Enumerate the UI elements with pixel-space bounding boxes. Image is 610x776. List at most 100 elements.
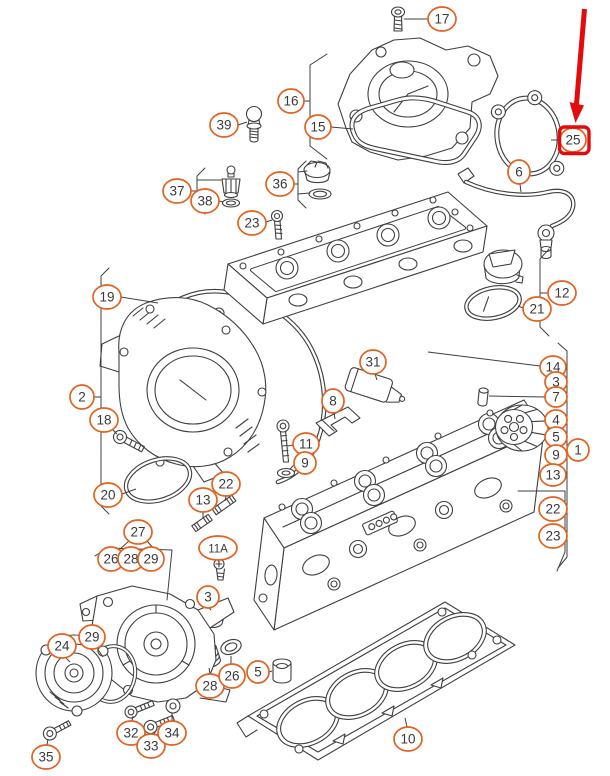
callout-36: 36 [265,171,298,197]
bolt-35 [42,720,72,741]
svg-text:4: 4 [552,413,560,428]
svg-text:29: 29 [84,630,99,645]
svg-text:32: 32 [123,726,138,741]
callout-28: 28 [195,667,225,699]
svg-text:23: 23 [545,529,560,544]
svg-text:25: 25 [565,133,580,148]
svg-text:37: 37 [169,184,184,199]
bolt-32 [124,700,155,719]
head-bolt [276,419,290,463]
svg-text:16: 16 [283,94,298,109]
highlight-arrow-head [569,102,584,123]
valve-seal [221,198,241,208]
callout-34: 34 [157,713,187,746]
svg-text:10: 10 [400,732,415,747]
callout-12: 12 [540,280,577,306]
callout-5: 5 [246,660,273,684]
svg-text:19: 19 [99,290,114,305]
svg-text:26: 26 [103,552,118,567]
callout-7: 7 [488,386,568,408]
timing-cover [99,297,267,483]
callout-1: 1 [566,438,590,462]
highlight-layer [557,8,591,156]
bolt-33 [143,714,175,735]
callout-38: 38 [190,188,224,214]
callout-22: 22 [538,496,568,522]
callout-8: 8 [321,388,345,420]
svg-text:13: 13 [545,468,560,483]
svg-text:28: 28 [202,679,217,694]
svg-text:9: 9 [552,448,560,463]
cam-adjuster-wheel [494,404,549,452]
cover-bolt-23 [270,209,284,240]
callout-14: 14 [427,351,567,379]
callout-16: 16 [277,88,310,114]
callout-26: 26 [218,656,246,689]
callout-35: 35 [31,738,61,770]
svg-text:33: 33 [143,739,158,754]
ball-stud [245,105,263,143]
callout-9: 9 [289,451,317,475]
oil-filler-cap [483,249,524,285]
svg-text:9: 9 [301,456,309,471]
o-ring-20 [123,456,193,504]
callout-33: 33 [136,728,166,759]
callout-17: 17 [404,6,457,32]
svg-text:20: 20 [100,488,115,503]
bracket-plate [315,406,361,437]
callout-32: 32 [116,715,146,746]
callout-29: 29 [78,624,106,658]
callout-13: 13 [188,487,218,518]
callout-9: 9 [544,444,568,466]
callout-23: 23 [237,210,273,236]
callout-37: 37 [162,178,197,204]
svg-text:14: 14 [545,360,561,375]
callout-28: 28 [117,546,145,572]
svg-text:13: 13 [195,493,210,508]
callout-2: 2 [69,384,101,410]
head-gasket [236,601,516,761]
callout-20: 20 [93,482,137,508]
svg-text:8: 8 [329,394,337,409]
callout-21: 21 [517,296,552,322]
svg-text:15: 15 [310,120,325,135]
bolt-washer [276,467,296,479]
callout-6: 6 [507,159,531,193]
vacuum-pump [337,37,499,161]
callout-3: 3 [196,585,220,611]
svg-text:5: 5 [552,430,560,445]
dowel-pin [477,387,489,407]
svg-text:6: 6 [515,165,523,180]
svg-text:11: 11 [299,437,313,452]
sealant-tube [344,367,406,403]
svg-text:39: 39 [216,118,231,133]
callout-18: 18 [89,407,119,435]
callout-11A: 11A [198,535,238,563]
svg-text:18: 18 [96,413,111,428]
svg-text:26: 26 [224,669,239,684]
svg-text:17: 17 [434,12,449,27]
callout-23: 23 [538,523,568,549]
svg-text:21: 21 [529,302,544,317]
callout-layer: 1716153925637383623122119218203181191437… [31,6,590,770]
vacuum-pump-gasket [349,95,482,165]
oil-pipe [457,167,576,260]
screw-11a [213,558,226,581]
cup-plug [272,658,292,684]
svg-text:3: 3 [552,375,560,390]
callout-39: 39 [209,112,248,138]
svg-text:2: 2 [78,390,86,405]
svg-text:29: 29 [143,552,158,567]
callout-13: 13 [539,463,567,487]
svg-text:35: 35 [38,750,53,765]
svg-text:1: 1 [574,443,582,458]
svg-text:36: 36 [272,177,287,192]
callout-15: 15 [304,114,354,140]
svg-text:5: 5 [254,665,262,680]
pcv-valve [221,165,241,199]
callout-10: 10 [393,717,423,752]
highlight-arrow [574,8,587,105]
svg-text:11A: 11A [208,544,228,556]
